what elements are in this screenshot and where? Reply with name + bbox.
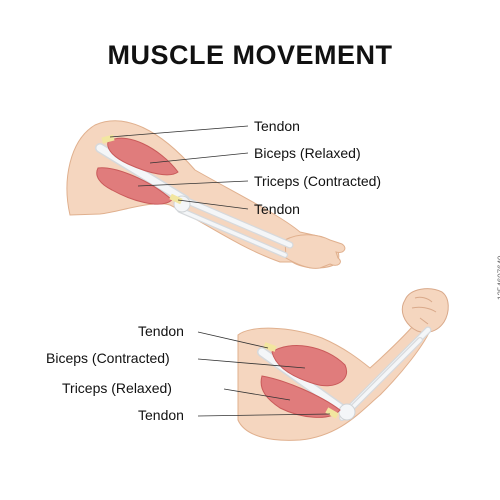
top-hand [284, 234, 346, 269]
image-code: 1254607640 [496, 255, 500, 301]
label-bottom-biceps: Biceps (Contracted) [46, 350, 170, 366]
top-arm [66, 120, 346, 269]
bottom-leader-lines [197, 331, 331, 417]
label-top-tendon-lower: Tendon [254, 201, 300, 217]
label-top-tendon-upper: Tendon [254, 118, 300, 134]
label-top-biceps: Biceps (Relaxed) [254, 145, 361, 161]
bottom-fist [401, 288, 449, 333]
label-bottom-tendon-upper: Tendon [138, 323, 184, 339]
label-bottom-tendon-lower: Tendon [138, 407, 184, 423]
bottom-tendon-1 [263, 342, 277, 352]
bottom-arm [237, 288, 449, 441]
top-biceps [107, 137, 179, 176]
top-leader-lines [109, 125, 249, 210]
top-triceps [96, 167, 173, 205]
label-top-triceps: Triceps (Contracted) [254, 173, 382, 189]
bottom-biceps [271, 345, 348, 387]
label-bottom-triceps: Triceps (Relaxed) [62, 380, 172, 396]
bottom-tendon-2 [325, 407, 339, 419]
top-tendon-2 [169, 193, 183, 205]
diagram-title: MUSCLE MOVEMENT [107, 40, 393, 70]
